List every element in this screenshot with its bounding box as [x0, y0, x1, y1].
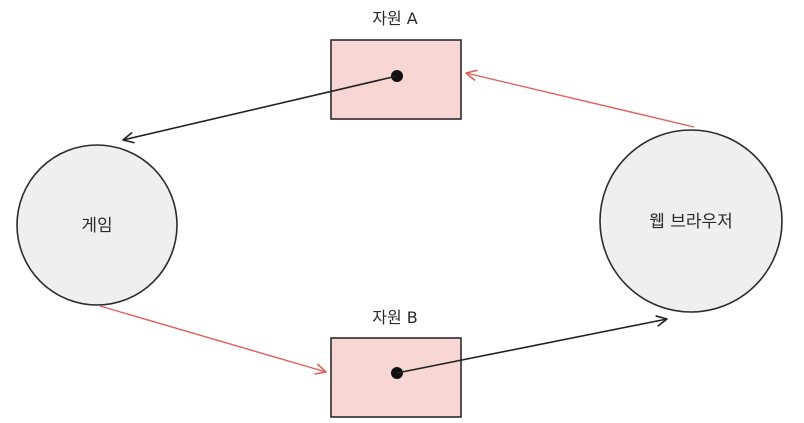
resource-b-label: 자원 B [372, 308, 418, 327]
edge-resource-a-to-game [122, 75, 398, 144]
process-browser-circle [599, 129, 783, 313]
process-game-circle [16, 144, 178, 306]
resource-b: 자원 B [330, 308, 462, 418]
edge-browser-to-resource-a [465, 69, 695, 128]
process-game-label: 게임 [81, 216, 112, 236]
resource-a-label: 자원 A [372, 9, 418, 28]
resource-a-box [330, 39, 462, 120]
process-browser: 웹 브라우저 [599, 129, 783, 313]
process-game: 게임 [16, 144, 178, 306]
process-browser-label: 웹 브라우저 [649, 212, 733, 232]
edge-game-to-resource-b [99, 305, 327, 375]
edge-resource-b-to-browser [396, 315, 668, 374]
resource-a: 자원 A [330, 9, 462, 120]
